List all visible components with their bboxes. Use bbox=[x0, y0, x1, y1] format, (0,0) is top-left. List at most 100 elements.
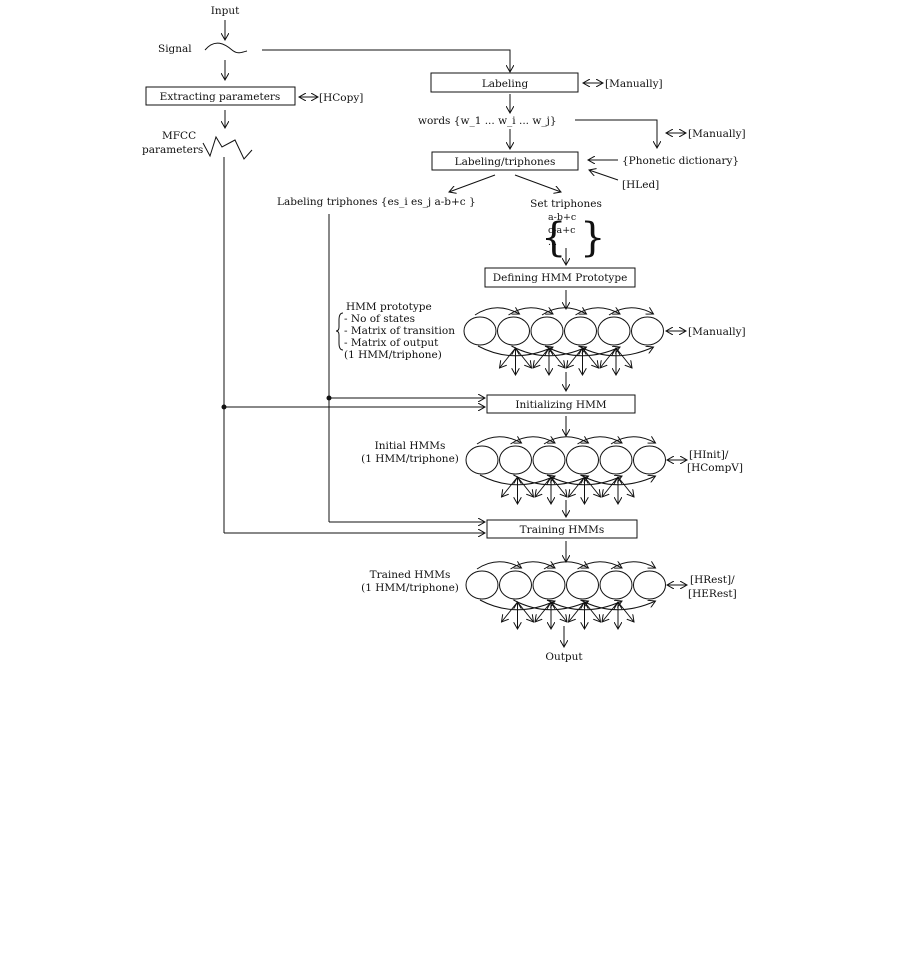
transition-arrow bbox=[508, 308, 554, 316]
initial-hmms-label: Initial HMMs bbox=[375, 440, 446, 452]
output-arrow bbox=[600, 347, 617, 368]
prototype-line: HMM prototype bbox=[346, 301, 432, 313]
hmm-chain-prototype bbox=[463, 308, 664, 375]
hmm-state-circle bbox=[564, 316, 597, 346]
hmm-state-circle bbox=[465, 445, 499, 475]
connector bbox=[262, 49, 510, 72]
output-arrow bbox=[582, 347, 599, 368]
output-arrow bbox=[584, 476, 601, 497]
prototype-line: - Matrix of output bbox=[344, 337, 439, 349]
manually-label-1: [Manually] bbox=[605, 78, 663, 90]
initializing-hmm-label: Initializing HMM bbox=[515, 399, 606, 411]
manually-label-3: [Manually] bbox=[688, 326, 746, 338]
herest-label: [HERest] bbox=[688, 588, 737, 600]
hcompv-label: [HCompV] bbox=[687, 462, 743, 474]
transition-arrow bbox=[610, 437, 656, 445]
prototype-line: (1 HMM/triphone) bbox=[344, 349, 442, 361]
transition-arrow bbox=[543, 562, 589, 570]
mfcc-wave-icon bbox=[202, 135, 253, 160]
set-item: ... bbox=[548, 237, 557, 248]
transition-arrow bbox=[541, 308, 587, 316]
arrow bbox=[449, 174, 496, 192]
output-arrow bbox=[569, 476, 585, 497]
prototype-line: - No of states bbox=[344, 313, 415, 325]
output-arrow bbox=[550, 601, 567, 622]
transition-arrow bbox=[577, 562, 623, 570]
output-arrow bbox=[548, 347, 565, 368]
output-arrow bbox=[502, 476, 518, 497]
hmm-state-circle bbox=[497, 316, 530, 346]
transition-arrow bbox=[575, 308, 621, 316]
transition-arrow bbox=[577, 437, 623, 445]
training-hmms-box bbox=[486, 519, 638, 539]
hmm-chain-trained bbox=[465, 562, 666, 629]
labeling-label: Labeling bbox=[482, 78, 529, 90]
hcopy-label: [HCopy] bbox=[319, 92, 363, 104]
signal-label: Signal bbox=[158, 43, 192, 55]
set-triphones-label: Set triphones bbox=[530, 198, 602, 210]
hmm-state-circle bbox=[465, 570, 499, 600]
hmm-state-circle bbox=[499, 445, 532, 475]
extracting-parameters-label: Extracting parameters bbox=[160, 91, 281, 103]
output-arrow bbox=[569, 601, 585, 622]
output-arrow bbox=[533, 347, 550, 368]
labeling-box bbox=[430, 72, 579, 93]
words-label: words {w_1 ... w_i ... w_j} bbox=[418, 115, 557, 127]
arrow bbox=[589, 170, 619, 181]
hmm-state-circle bbox=[566, 445, 599, 475]
mfcc-label: MFCC bbox=[162, 130, 196, 142]
hmm-state-circle bbox=[633, 570, 666, 600]
hinit-label: [HInit]/ bbox=[689, 449, 729, 461]
output-label: Output bbox=[545, 651, 583, 663]
output-arrow bbox=[615, 347, 632, 368]
hmm-state-circle bbox=[633, 445, 666, 475]
output-arrow bbox=[515, 347, 532, 368]
output-arrow bbox=[602, 601, 619, 622]
signal-wave-icon bbox=[204, 42, 248, 54]
defining-hmm-box bbox=[484, 267, 636, 288]
hmm-state-circle bbox=[597, 316, 631, 346]
output-arrow bbox=[502, 601, 518, 622]
transition-arrow bbox=[474, 308, 520, 316]
output-arrow bbox=[584, 601, 601, 622]
extracting-parameters-box bbox=[145, 86, 296, 106]
transition-arrow bbox=[510, 437, 556, 445]
transition-arrow bbox=[610, 562, 656, 570]
output-arrow bbox=[617, 476, 634, 497]
transition-arrow bbox=[476, 437, 522, 445]
manually-label-2: [Manually] bbox=[688, 128, 746, 140]
hmm-state-circle bbox=[532, 570, 566, 600]
transition-arrow bbox=[543, 437, 589, 445]
hled-label: [HLed] bbox=[622, 179, 659, 191]
labeling-triphones-label: Labeling/triphones bbox=[455, 156, 556, 168]
hmm-chain-initial bbox=[465, 437, 666, 504]
hmm-state-circle bbox=[532, 445, 566, 475]
hmm-state-circle bbox=[499, 570, 532, 600]
output-arrow bbox=[617, 601, 634, 622]
hmm-state-circle bbox=[599, 445, 633, 475]
hmm-state-circle bbox=[599, 570, 633, 600]
brace-right: } bbox=[580, 215, 605, 261]
mfcc-label-2: parameters bbox=[142, 144, 203, 156]
transition-arrow bbox=[476, 562, 522, 570]
prototype-line: - Matrix of transition bbox=[344, 325, 455, 337]
output-arrow bbox=[500, 347, 516, 368]
output-arrow bbox=[517, 601, 534, 622]
labeling-triphones-box bbox=[431, 151, 579, 171]
defining-hmm-label: Defining HMM Prototype bbox=[493, 272, 628, 284]
transition-arrow bbox=[510, 562, 556, 570]
set-item: a-b+c bbox=[548, 212, 576, 223]
output-arrow bbox=[517, 476, 534, 497]
set-item: c-a+c bbox=[548, 225, 575, 236]
arrow bbox=[514, 174, 561, 192]
hmm-state-circle bbox=[463, 316, 497, 346]
training-hmms-label: Training HMMs bbox=[520, 524, 605, 536]
prototype-brace bbox=[335, 312, 344, 351]
output-arrow bbox=[567, 347, 583, 368]
phonetic-dictionary-label: {Phonetic dictionary} bbox=[622, 155, 739, 167]
output-arrow bbox=[535, 601, 552, 622]
output-arrow bbox=[602, 476, 619, 497]
brace-left: { bbox=[541, 215, 566, 261]
hmm-state-circle bbox=[566, 570, 599, 600]
